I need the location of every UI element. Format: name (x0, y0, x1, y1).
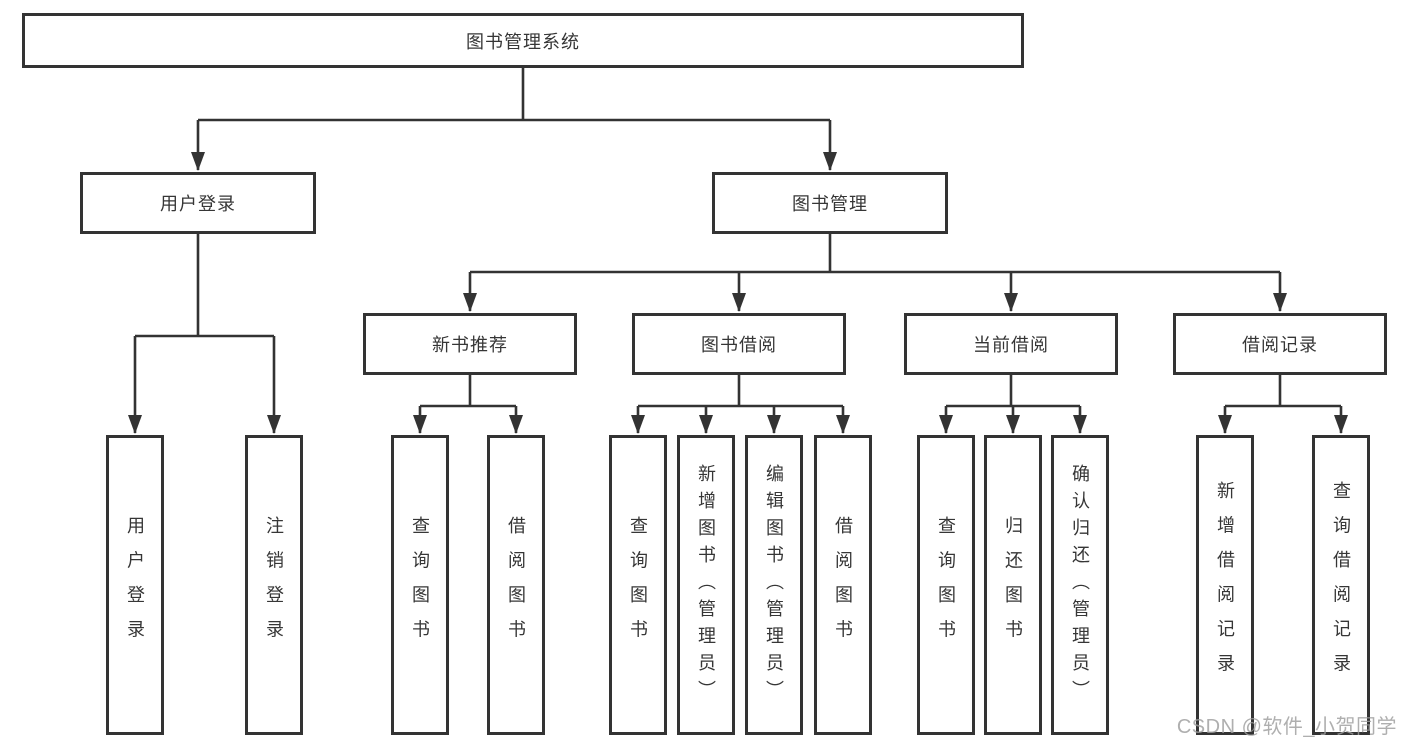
leaf-borrow-books-2: 借阅图书 (814, 435, 872, 735)
node-book-borrow: 图书借阅 (632, 313, 846, 375)
leaf-query-books-1: 查询图书 (391, 435, 449, 735)
connector-user-login (133, 234, 276, 433)
connector-borrow-record (1223, 375, 1343, 433)
node-new-book-recommend-label: 新书推荐 (432, 335, 508, 355)
leaf-add-books-admin-label: 新增图书（管理员） (696, 463, 716, 707)
leaf-return-books-label: 归还图书 (1003, 515, 1023, 655)
leaf-edit-books-admin-label: 编辑图书（管理员） (764, 463, 784, 707)
leaf-add-books-admin: 新增图书（管理员） (677, 435, 735, 735)
leaf-edit-books-admin: 编辑图书（管理员） (745, 435, 803, 735)
node-book-management-label: 图书管理 (792, 194, 868, 214)
node-current-borrow-label: 当前借阅 (973, 335, 1049, 355)
node-borrow-record: 借阅记录 (1173, 313, 1387, 375)
node-new-book-recommend: 新书推荐 (363, 313, 577, 375)
connector-root (196, 68, 832, 170)
leaf-query-borrow-record-label: 查询借阅记录 (1331, 481, 1351, 689)
node-borrow-record-label: 借阅记录 (1242, 335, 1318, 355)
leaf-borrow-books-1: 借阅图书 (487, 435, 545, 735)
node-book-management: 图书管理 (712, 172, 948, 234)
node-book-borrow-label: 图书借阅 (701, 335, 777, 355)
leaf-confirm-return-admin: 确认归还（管理员） (1051, 435, 1109, 735)
node-root: 图书管理系统 (22, 13, 1024, 68)
arrowheads (128, 152, 1348, 434)
leaf-query-borrow-record: 查询借阅记录 (1312, 435, 1370, 735)
leaf-borrow-books-2-label: 借阅图书 (833, 515, 853, 655)
leaf-query-books-1-label: 查询图书 (410, 515, 430, 655)
leaf-query-books-3-label: 查询图书 (936, 515, 956, 655)
node-root-label: 图书管理系统 (466, 31, 580, 52)
node-current-borrow: 当前借阅 (904, 313, 1118, 375)
leaf-query-books-2-label: 查询图书 (628, 515, 648, 655)
connector-book-mgmt (468, 234, 1282, 311)
leaf-return-books: 归还图书 (984, 435, 1042, 735)
node-user-login: 用户登录 (80, 172, 316, 234)
leaf-borrow-books-1-label: 借阅图书 (506, 515, 526, 655)
leaf-user-login-label: 用户登录 (125, 515, 145, 655)
leaf-confirm-return-admin-label: 确认归还（管理员） (1070, 463, 1090, 707)
leaf-user-login: 用户登录 (106, 435, 164, 735)
csdn-watermark: CSDN @软件_小贺同学 (1176, 716, 1397, 738)
leaf-add-borrow-record: 新增借阅记录 (1196, 435, 1254, 735)
leaf-add-borrow-record-label: 新增借阅记录 (1215, 481, 1235, 689)
connector-book-borrow (636, 375, 845, 433)
leaf-logout-label: 注销登录 (264, 515, 284, 655)
leaf-query-books-2: 查询图书 (609, 435, 667, 735)
leaf-logout: 注销登录 (245, 435, 303, 735)
node-user-login-label: 用户登录 (160, 194, 236, 214)
leaf-query-books-3: 查询图书 (917, 435, 975, 735)
connector-new-book (418, 375, 518, 433)
